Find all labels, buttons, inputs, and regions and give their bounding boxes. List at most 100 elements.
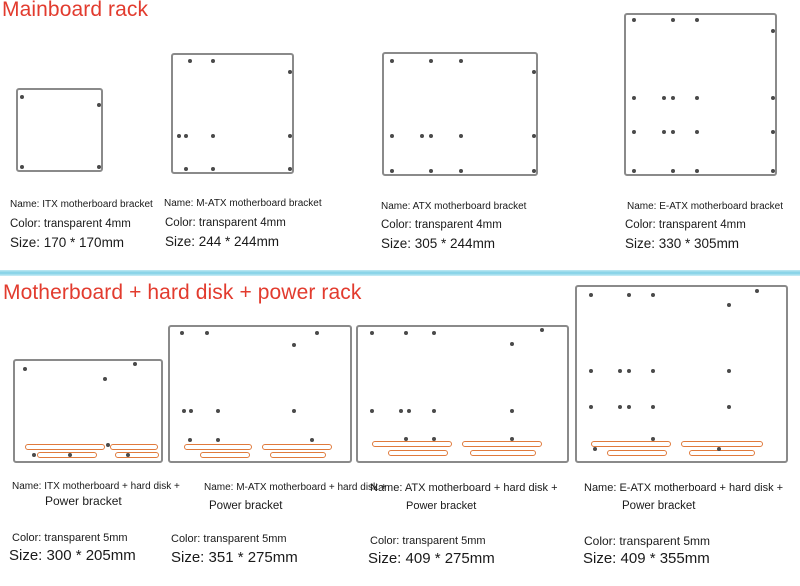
power-bracket-outline xyxy=(184,444,252,450)
combo-color-eatx: Color: transparent 5mm xyxy=(584,534,711,548)
mount-hole xyxy=(420,134,424,138)
mount-hole xyxy=(695,169,699,173)
mount-hole xyxy=(182,409,186,413)
mount-hole xyxy=(671,130,675,134)
mount-hole xyxy=(651,437,655,441)
power-bracket-outline xyxy=(37,452,97,458)
rack-color-eatx: Color: transparent 4mm xyxy=(625,219,746,231)
mount-hole xyxy=(651,405,655,409)
combo-color-atx: Color: transparent 5mm xyxy=(370,535,486,547)
rack-size-matx: Size: 244 * 244mm xyxy=(165,234,280,249)
mount-hole xyxy=(399,409,403,413)
mount-hole xyxy=(211,167,215,171)
mount-hole xyxy=(717,447,721,451)
mount-hole xyxy=(390,134,394,138)
mount-hole xyxy=(632,18,636,22)
combo-name-matx-line1: Name: M-ATX motherboard + hard disk + xyxy=(204,482,387,493)
power-bracket-outline xyxy=(200,452,250,458)
mount-hole xyxy=(177,134,181,138)
mount-hole xyxy=(651,293,655,297)
mount-hole xyxy=(510,409,514,413)
mount-hole xyxy=(618,405,622,409)
mount-hole xyxy=(23,367,27,371)
mount-hole xyxy=(618,369,622,373)
mount-hole xyxy=(532,134,536,138)
mount-hole xyxy=(755,289,759,293)
mount-hole xyxy=(315,331,319,335)
mount-hole xyxy=(288,134,292,138)
combo-name-atx-line1: Name: ATX motherboard + hard disk + xyxy=(370,482,558,494)
rack-name-itx: Name: ITX motherboard bracket xyxy=(10,199,153,210)
mount-hole xyxy=(532,70,536,74)
mount-hole xyxy=(189,409,193,413)
power-bracket-outline xyxy=(388,450,448,456)
mount-hole xyxy=(459,134,463,138)
mount-hole xyxy=(188,438,192,442)
mount-hole xyxy=(205,331,209,335)
mount-hole xyxy=(771,169,775,173)
combo-size-matx: Size: 351 * 275mm xyxy=(171,549,298,566)
mount-hole xyxy=(589,369,593,373)
rack-size-eatx: Size: 330 * 305mm xyxy=(625,236,740,251)
mount-hole xyxy=(310,438,314,442)
mount-hole xyxy=(432,409,436,413)
mount-hole xyxy=(370,331,374,335)
mount-hole xyxy=(184,134,188,138)
mount-hole xyxy=(771,130,775,134)
mount-hole xyxy=(407,409,411,413)
combo-name-eatx-line2: Power bracket xyxy=(622,500,696,512)
mount-hole xyxy=(459,59,463,63)
eatx-bracket-image xyxy=(624,13,777,176)
mount-hole xyxy=(695,18,699,22)
mount-hole xyxy=(184,167,188,171)
mount-hole xyxy=(627,293,631,297)
mount-hole xyxy=(510,437,514,441)
power-bracket-outline xyxy=(25,444,105,450)
power-bracket-outline xyxy=(689,450,755,456)
mount-hole xyxy=(532,169,536,173)
mount-hole xyxy=(211,59,215,63)
mount-hole xyxy=(662,130,666,134)
mount-hole xyxy=(510,342,514,346)
combo-size-eatx: Size: 409 * 355mm xyxy=(583,550,710,567)
combo-size-atx: Size: 409 * 275mm xyxy=(368,550,495,567)
combo-name-atx-line2: Power bracket xyxy=(406,500,477,512)
mount-hole xyxy=(671,96,675,100)
mount-hole xyxy=(180,331,184,335)
power-bracket-outline xyxy=(270,452,326,458)
atx-combo-bracket-image xyxy=(356,325,569,463)
mount-hole xyxy=(97,165,101,169)
mount-hole xyxy=(188,59,192,63)
power-bracket-outline xyxy=(462,441,542,447)
mount-hole xyxy=(429,59,433,63)
mount-hole xyxy=(390,169,394,173)
mount-hole xyxy=(632,169,636,173)
power-bracket-outline xyxy=(591,441,671,447)
mount-hole xyxy=(727,405,731,409)
mount-hole xyxy=(671,18,675,22)
mount-hole xyxy=(632,96,636,100)
mount-hole xyxy=(727,369,731,373)
mount-hole xyxy=(370,409,374,413)
mount-hole xyxy=(429,169,433,173)
mount-hole xyxy=(695,130,699,134)
mount-hole xyxy=(126,453,130,457)
mount-hole xyxy=(68,453,72,457)
mount-hole xyxy=(404,437,408,441)
rack-color-itx: Color: transparent 4mm xyxy=(10,218,131,230)
mount-hole xyxy=(771,29,775,33)
mount-hole xyxy=(103,377,107,381)
mount-hole xyxy=(459,169,463,173)
mount-hole xyxy=(390,59,394,63)
rack-name-eatx: Name: E-ATX motherboard bracket xyxy=(627,201,783,212)
itx-bracket-image xyxy=(16,88,103,172)
power-bracket-outline xyxy=(262,444,332,450)
combo-name-eatx-line1: Name: E-ATX motherboard + hard disk + xyxy=(584,482,784,494)
rack-name-matx: Name: M-ATX motherboard bracket xyxy=(164,198,322,209)
mount-hole xyxy=(97,103,101,107)
mount-hole xyxy=(404,331,408,335)
section-divider xyxy=(0,270,800,276)
power-bracket-outline xyxy=(372,441,452,447)
mount-hole xyxy=(727,303,731,307)
power-bracket-outline xyxy=(115,452,159,458)
